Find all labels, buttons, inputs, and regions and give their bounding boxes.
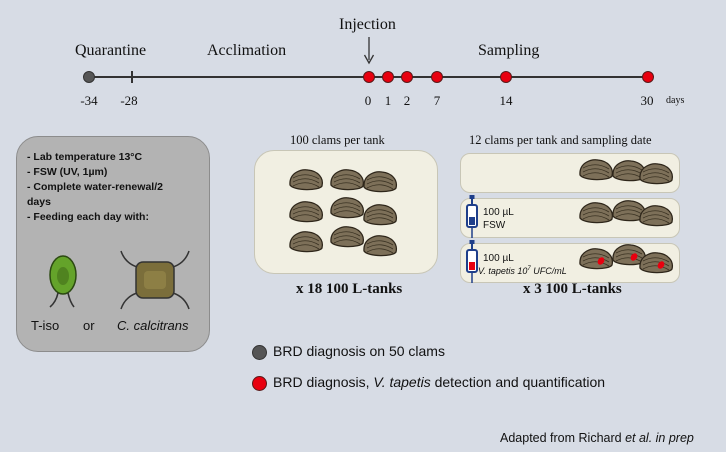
- legend-grey-dot: [252, 345, 267, 360]
- days-unit-label: days: [666, 95, 685, 106]
- injection-arrow-icon: [363, 37, 375, 65]
- c-calcitrans-alga-icon: [120, 250, 190, 310]
- phase-sampling: Sampling: [478, 42, 540, 59]
- clam-icon: [639, 163, 674, 185]
- fsw-volume-label: 100 µL: [483, 207, 514, 218]
- control-tank: [460, 153, 680, 193]
- clam-icon: [363, 235, 398, 257]
- phase-acclimation: Acclimation: [207, 42, 287, 59]
- right-tank-clams: [579, 159, 674, 274]
- legend-red-text: BRD diagnosis, V. tapetis detection and …: [273, 374, 605, 390]
- v-tapetis-dose-exponent: 7: [527, 266, 531, 272]
- legend-red-text-post: detection and quantification: [430, 374, 606, 390]
- infected-clam-icon: [612, 244, 647, 266]
- day-tick-mark: [131, 71, 133, 83]
- phase-quarantine: Quarantine: [75, 42, 147, 59]
- tick-label: 30: [640, 93, 654, 108]
- tick-label: 0: [364, 93, 372, 108]
- clam-icon: [579, 202, 614, 224]
- clam-icon: [289, 169, 324, 191]
- legend-grey-text: BRD diagnosis on 50 clams: [273, 343, 445, 359]
- clam-icon: [363, 171, 398, 193]
- day-point-grey: [83, 71, 95, 83]
- clam-icon: [330, 169, 365, 191]
- day-point-red: [431, 71, 443, 83]
- day-point-red: [382, 71, 394, 83]
- legend-red-text-species: V. tapetis: [373, 374, 431, 390]
- clam-icon: [330, 197, 365, 219]
- v-tapetis-dose-text: V. tapetis 10: [478, 266, 528, 276]
- condition-line: days: [27, 196, 51, 208]
- t-iso-alga-icon: [49, 255, 77, 308]
- infected-clam-icon: [639, 252, 674, 274]
- v-tapetis-volume-label: 100 µL: [483, 253, 514, 264]
- tick-label: 2: [403, 93, 411, 108]
- clam-icon: [289, 231, 324, 253]
- day-point-red: [642, 71, 654, 83]
- right-tanks-caption: x 3 100 L-tanks: [523, 281, 622, 297]
- legend-red-text-pre: BRD diagnosis,: [273, 374, 374, 390]
- conditions-box: - Lab temperature 13°C - FSW (UV, 1µm) -…: [16, 136, 210, 352]
- clam-icon: [612, 160, 647, 182]
- left-tank-clams: [289, 169, 398, 257]
- clam-icon: [612, 200, 647, 222]
- v-tapetis-dose-label: V. tapetis 107 UFC/mL: [478, 266, 567, 276]
- v-tapetis-dose-unit: UFC/mL: [530, 266, 567, 276]
- legend-red-dot: [252, 376, 267, 391]
- left-tank-title: 100 clams per tank: [290, 133, 385, 147]
- clam-icon: [579, 159, 614, 181]
- clam-icon: [330, 226, 365, 248]
- tick-label: -28: [120, 93, 138, 108]
- condition-line: - Lab temperature 13°C: [27, 151, 143, 163]
- condition-line: - FSW (UV, 1µm): [27, 166, 108, 178]
- phase-injection: Injection: [339, 16, 396, 33]
- alga-t-iso-text: T-iso: [31, 318, 60, 333]
- alga-t-iso-label: T-iso: [31, 318, 59, 333]
- credit-text-italic: et al. in prep: [625, 431, 694, 445]
- left-tank-caption: x 18 100 L-tanks: [296, 281, 403, 297]
- tick-label: 14: [499, 93, 513, 108]
- tick-label: 7: [433, 93, 441, 108]
- syringe-icon: [466, 240, 478, 283]
- day-point-red: [401, 71, 413, 83]
- tick-label: -34: [80, 93, 98, 108]
- condition-line: - Complete water-renewal/2: [27, 181, 163, 193]
- right-tanks-title: 12 clams per tank and sampling date: [469, 133, 652, 147]
- clam-icon: [289, 201, 324, 223]
- condition-line: - Feeding each day with:: [27, 211, 149, 223]
- credit-text-pre: Adapted from Richard: [500, 431, 626, 445]
- clam-icon: [639, 205, 674, 227]
- day-point-red: [500, 71, 512, 83]
- clam-icon: [363, 204, 398, 226]
- day-point-red: [363, 71, 375, 83]
- credit-text: Adapted from Richard et al. in prep: [500, 431, 694, 445]
- syringe-icon: [466, 195, 478, 238]
- fsw-label: FSW: [483, 220, 506, 231]
- infected-clam-icon: [579, 248, 614, 270]
- alga-c-calcitrans-label: C. calcitrans: [117, 318, 189, 333]
- or-label: or: [83, 318, 95, 333]
- tick-label: 1: [384, 93, 392, 108]
